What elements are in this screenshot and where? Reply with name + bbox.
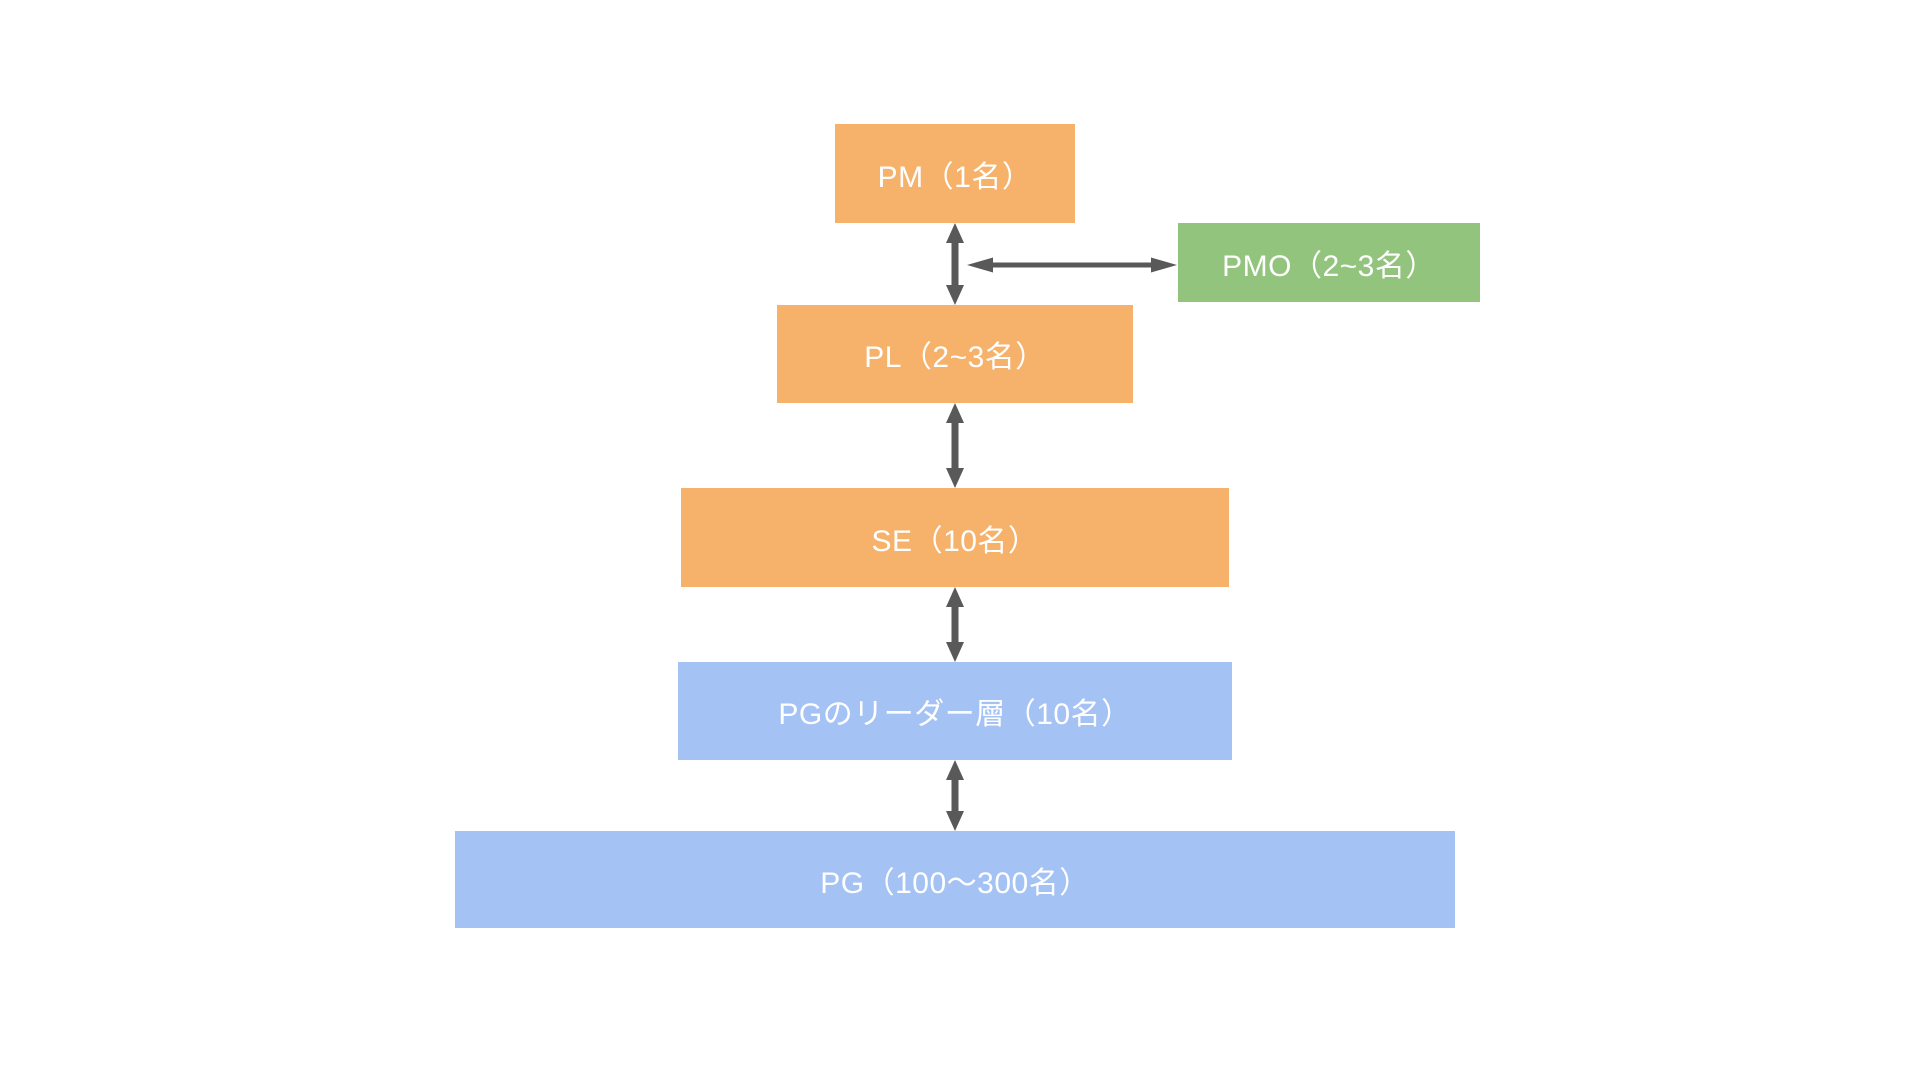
- node-pg-leader: PGのリーダー層（10名）: [678, 662, 1232, 760]
- node-pmo-label: PMO（2~3名）: [1222, 249, 1436, 283]
- double-arrow-pm-pl-icon: [942, 223, 968, 305]
- double-arrow-pm-pmo-icon: [967, 256, 1177, 274]
- vertical-double-arrow-icon: [946, 760, 964, 831]
- node-pmo: PMO（2~3名）: [1178, 223, 1480, 302]
- node-pm-label: PM（1名）: [877, 160, 1033, 194]
- double-arrow-se-pgleader-icon: [942, 587, 968, 662]
- vertical-double-arrow-icon: [946, 223, 964, 305]
- node-pm: PM（1名）: [835, 124, 1075, 223]
- node-pl: PL（2~3名）: [777, 305, 1133, 403]
- horizontal-double-arrow-icon: [967, 257, 1177, 273]
- node-pg-label: PG（100〜300名）: [820, 866, 1090, 900]
- node-pg: PG（100〜300名）: [455, 831, 1455, 928]
- double-arrow-pl-se-icon: [942, 403, 968, 488]
- node-se-label: SE（10名）: [871, 524, 1039, 558]
- node-pg-leader-label: PGのリーダー層（10名）: [778, 698, 1132, 731]
- node-se: SE（10名）: [681, 488, 1229, 587]
- vertical-double-arrow-icon: [946, 403, 964, 488]
- double-arrow-pgleader-pg-icon: [942, 760, 968, 831]
- node-pl-label: PL（2~3名）: [864, 341, 1046, 374]
- vertical-double-arrow-icon: [946, 587, 964, 662]
